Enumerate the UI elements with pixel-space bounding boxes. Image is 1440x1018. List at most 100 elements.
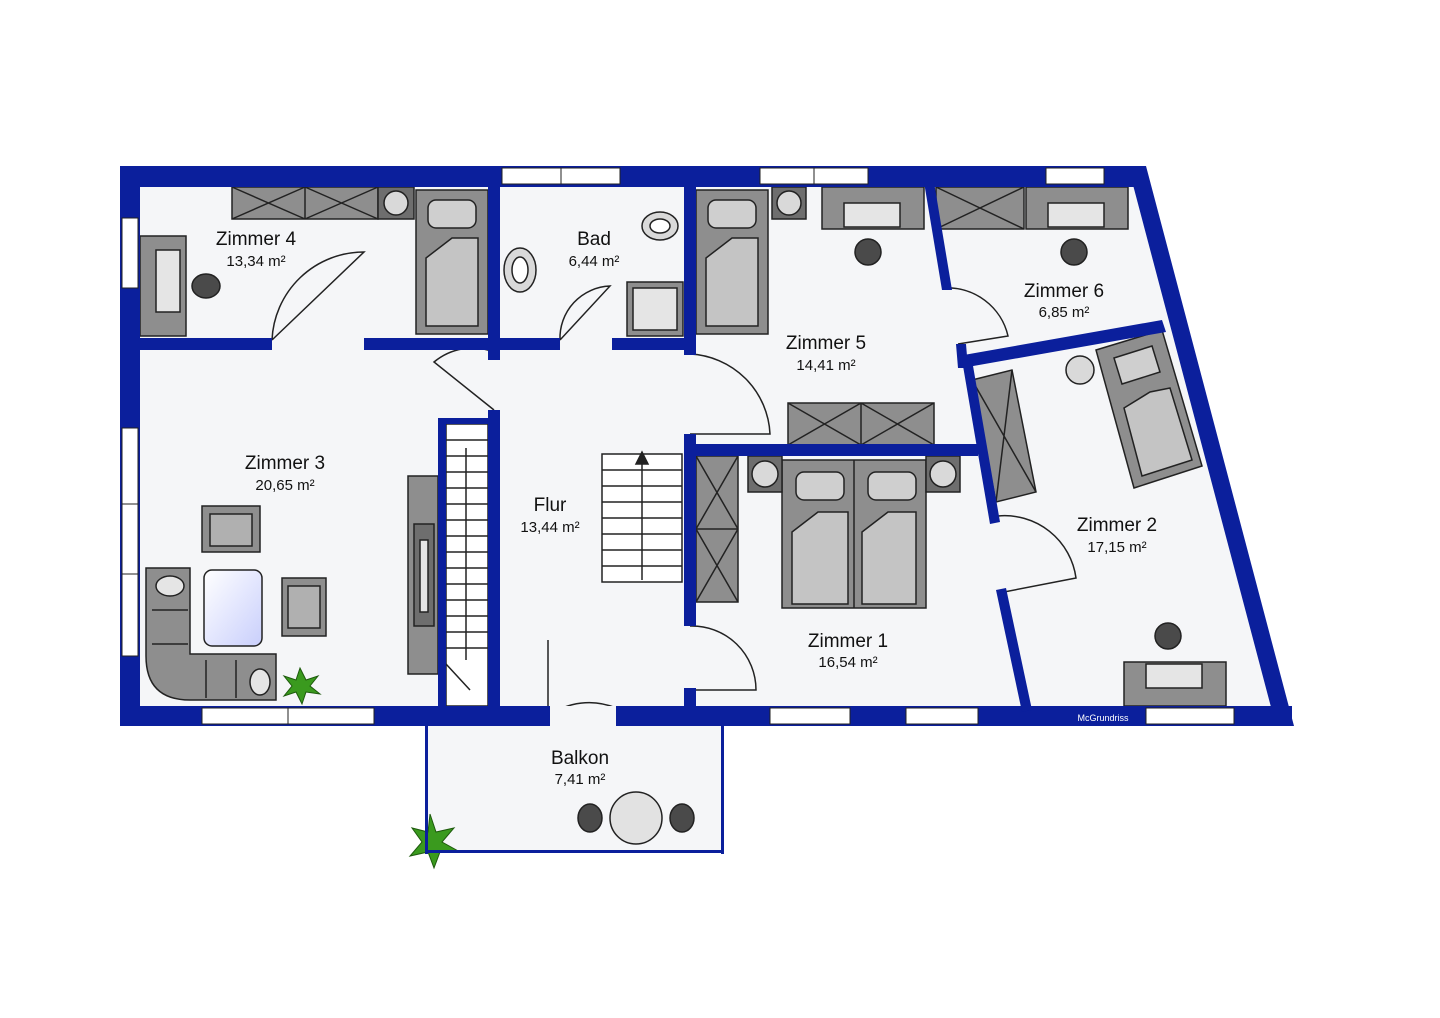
window-zimmer1-a xyxy=(769,707,851,725)
wall-flur-zimmer1-b xyxy=(684,688,696,712)
label-balkon-area: 7,41 m² xyxy=(555,771,606,788)
blanket-zimmer2 xyxy=(1123,387,1193,477)
lamp-right xyxy=(929,460,957,488)
door-zimmer1 xyxy=(689,625,757,691)
coffee-table xyxy=(203,569,263,647)
label-flur-area: 13,44 m² xyxy=(520,519,579,536)
sofa-cushion-1 xyxy=(155,575,185,597)
wardrobe-zimmer1-cross xyxy=(695,455,739,603)
blanket-right xyxy=(861,511,917,605)
monitor-zimmer5 xyxy=(843,202,901,228)
wall-bad-bottom-a xyxy=(500,338,560,350)
label-bad-name: Bad xyxy=(577,229,611,250)
blanket-left xyxy=(791,511,849,605)
window-zimmer3-b xyxy=(121,503,139,575)
wall-stair-left xyxy=(438,418,446,712)
label-zimmer1-name: Zimmer 1 xyxy=(808,631,888,652)
round-table xyxy=(609,791,663,845)
label-bad-area: 6,44 m² xyxy=(569,253,620,270)
label-zimmer6-area: 6,85 m² xyxy=(1039,304,1090,321)
chair-zimmer5 xyxy=(854,238,882,266)
wall-zimmer5-zimmer1 xyxy=(684,444,978,456)
chair-zimmer6 xyxy=(1060,238,1088,266)
outer-wall-right xyxy=(1128,166,1294,726)
lamp-zimmer4 xyxy=(383,190,409,216)
outer-wall-top xyxy=(120,166,1138,187)
room-labels: Zimmer 4 13,34 m² Bad 6,44 m² Zimmer 5 1… xyxy=(216,229,1157,788)
label-zimmer6-name: Zimmer 6 xyxy=(1024,281,1104,302)
balcony-rail-bottom xyxy=(425,850,724,853)
pillow-right xyxy=(867,471,917,501)
monitor-zimmer4 xyxy=(155,249,181,313)
balcony-rail-right xyxy=(721,716,724,854)
lamp-zimmer2 xyxy=(1065,355,1095,385)
lamp-left xyxy=(751,460,779,488)
stairs xyxy=(445,423,683,707)
window-zimmer6 xyxy=(1045,167,1105,185)
wall-bad-bottom-b xyxy=(612,338,696,350)
opening-balkon xyxy=(550,706,616,726)
pillow-left xyxy=(795,471,845,501)
wall-bad-zimmer5 xyxy=(684,175,696,355)
label-zimmer3-area: 20,65 m² xyxy=(255,477,314,494)
credit-text: McGrundriss xyxy=(1077,713,1129,723)
door-zimmer6 xyxy=(943,287,1009,345)
tv-screen xyxy=(419,539,429,613)
wall-zimmer4-bottom-a xyxy=(130,338,272,350)
armchair-right-seat xyxy=(287,585,321,629)
wall-zimmer5-zimmer2 xyxy=(962,360,1000,524)
door-bad xyxy=(559,285,612,341)
wall-flur-zimmer1-a xyxy=(684,434,696,626)
wall-zimmer5-zimmer6-a xyxy=(924,182,952,290)
wall-zimmer6-bottom xyxy=(958,320,1166,368)
plant-balcony xyxy=(408,813,462,870)
pillow-zimmer5 xyxy=(707,199,757,229)
pillow-zimmer4 xyxy=(427,199,477,229)
label-zimmer4-name: Zimmer 4 xyxy=(216,229,297,250)
window-zimmer1-b xyxy=(905,707,979,725)
door-zimmer4 xyxy=(271,251,366,341)
armchair-top-seat xyxy=(209,513,253,547)
label-flur-name: Flur xyxy=(534,495,567,516)
sink-bowl xyxy=(511,256,529,284)
balcony-chair-right xyxy=(669,803,695,833)
windows xyxy=(121,167,1235,725)
pillow-zimmer2 xyxy=(1113,345,1161,385)
balcony-table-set xyxy=(577,791,695,845)
balcony-rail-left xyxy=(425,716,428,854)
furniture xyxy=(139,186,1227,707)
stair-arrow-head xyxy=(634,450,650,465)
label-zimmer1-area: 16,54 m² xyxy=(818,654,877,671)
corner-sofa xyxy=(145,567,277,701)
label-zimmer2-area: 17,15 m² xyxy=(1087,539,1146,556)
wall-zimmer4-bad xyxy=(488,175,500,360)
label-balkon-name: Balkon xyxy=(551,748,609,769)
wall-zimmer1-zimmer2 xyxy=(996,588,1032,712)
sofa-cushion-2 xyxy=(249,668,271,696)
chair-zimmer2 xyxy=(1154,622,1182,650)
balcony-chair-left xyxy=(577,803,603,833)
wall-stair-top xyxy=(438,418,494,424)
stair-left-run xyxy=(445,423,489,707)
wall-zimmer3-flur-a xyxy=(488,410,500,710)
label-zimmer4-area: 13,34 m² xyxy=(226,253,285,270)
toilet-bowl xyxy=(649,218,671,234)
label-zimmer5-area: 14,41 m² xyxy=(796,357,855,374)
window-zimmer2 xyxy=(1145,707,1235,725)
door-zimmer2 xyxy=(997,514,1077,593)
blanket-zimmer5 xyxy=(705,237,759,327)
shower-tray xyxy=(632,287,678,331)
door-zimmer5 xyxy=(689,353,771,435)
window-zimmer3-c xyxy=(121,573,139,657)
sofa-seams xyxy=(152,609,237,698)
wall-zimmer1-zimmer2-top xyxy=(966,444,978,456)
wardrobe-zimmer5-cross xyxy=(787,402,935,446)
wardrobe-zimmer2-cross xyxy=(971,369,1037,503)
wardrobe-cross xyxy=(231,186,379,220)
label-zimmer2-name: Zimmer 2 xyxy=(1077,515,1157,536)
monitor-zimmer6 xyxy=(1047,202,1105,228)
wardrobe-zimmer6-cross xyxy=(935,186,1025,230)
label-zimmer3-name: Zimmer 3 xyxy=(245,453,325,474)
stair-left-treads xyxy=(445,439,488,691)
